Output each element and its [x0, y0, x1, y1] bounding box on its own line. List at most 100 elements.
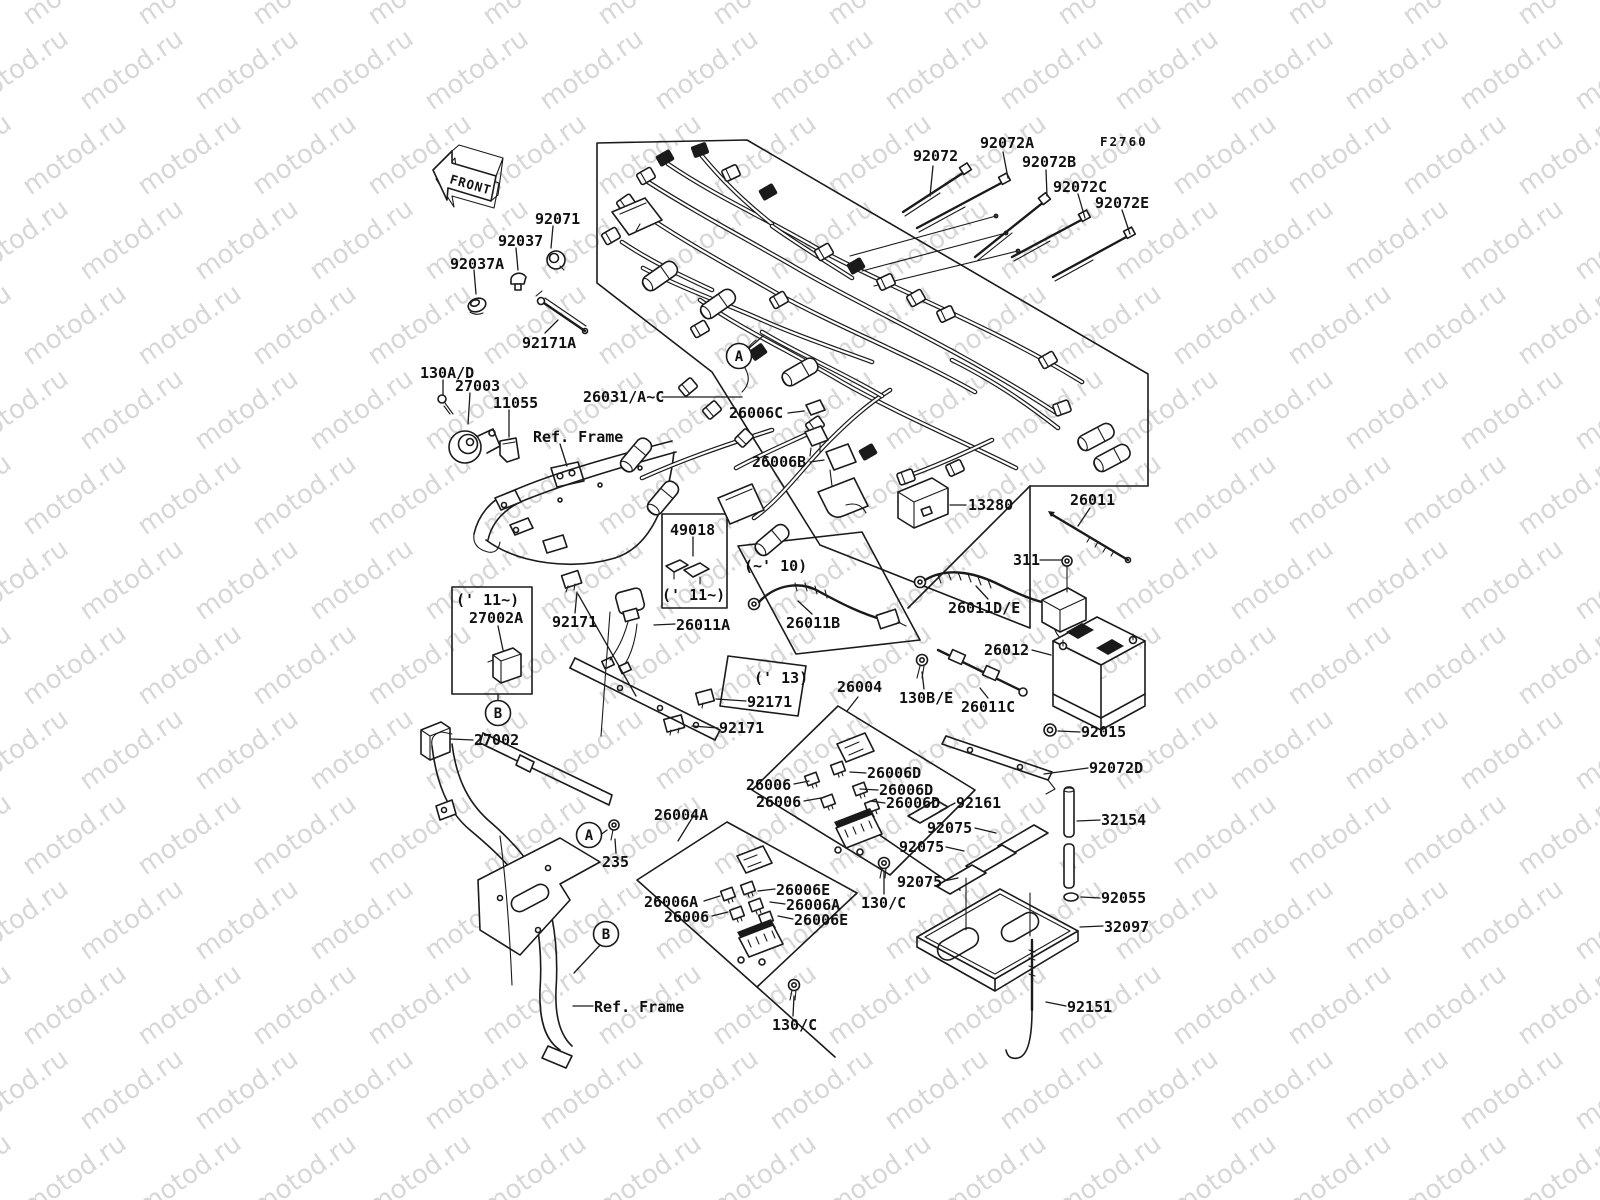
part-label: 311	[1013, 551, 1040, 569]
cylinder-plug	[1077, 422, 1115, 452]
cable-ties	[901, 162, 1137, 282]
leader-line	[467, 392, 471, 425]
leader-line	[747, 335, 764, 350]
part-label: 92161	[956, 794, 1001, 812]
leader-line	[757, 888, 776, 892]
leader-line	[515, 247, 519, 271]
wire-connector	[906, 288, 926, 308]
harness-panel-outline	[596, 139, 1149, 629]
leader-line	[450, 738, 474, 741]
leader-line	[550, 225, 554, 249]
part-label: 26006E	[794, 911, 848, 929]
leader-line	[574, 591, 578, 614]
leader-line	[1043, 767, 1089, 775]
wire-highlight	[666, 162, 1084, 384]
relay-27002a	[487, 647, 522, 684]
part-label: 235	[602, 853, 629, 871]
part-label: 92171	[552, 613, 597, 631]
panel-2013	[719, 655, 807, 717]
part-label: 92071	[535, 210, 580, 228]
leader-line	[793, 780, 810, 785]
front-arrow-3d	[451, 144, 504, 202]
fuse-26006c	[804, 399, 829, 457]
leader-line	[614, 838, 617, 854]
part-label: 26006	[746, 776, 791, 794]
mount-rail-1	[569, 657, 721, 741]
cylinder-plug	[1093, 443, 1131, 473]
part-label: 92015	[1081, 723, 1126, 741]
relay-49018	[665, 559, 710, 585]
wire-connector	[758, 183, 778, 201]
part-label: 26004A	[654, 806, 708, 824]
wire-highlight	[640, 428, 774, 480]
part-label: 26011B	[786, 614, 840, 632]
front-arrow-shadow	[435, 157, 500, 209]
cylinder-plug	[641, 260, 679, 292]
part-label: 92037A	[450, 255, 504, 273]
connector-92171-2	[694, 688, 716, 709]
grommet-92071	[546, 250, 566, 271]
part-label: 92072B	[1022, 153, 1076, 171]
panel-49018	[661, 513, 728, 609]
tube-32154	[1063, 786, 1075, 889]
leader-line	[677, 814, 695, 842]
part-label: 27003	[455, 377, 500, 395]
part-label: 92072E	[1095, 194, 1149, 212]
grommet-92037a	[467, 297, 487, 315]
wire-connector	[1052, 399, 1072, 417]
part-label: 27002	[474, 731, 519, 749]
cable-tie-92072	[901, 162, 973, 217]
bolt-130c-bottom	[787, 978, 801, 1001]
rod-26011	[1048, 511, 1132, 564]
callout-a: A	[725, 342, 753, 370]
part-label: 92075	[899, 838, 944, 856]
part-label: 26011C	[961, 698, 1015, 716]
relay-box-26004	[836, 732, 875, 763]
part-label: 92037	[498, 232, 543, 250]
cable-tie-92072b	[973, 191, 1052, 262]
part-label: 92072C	[1053, 178, 1107, 196]
tray-32097	[916, 877, 1079, 992]
leader-line	[559, 443, 568, 467]
bolt-235	[608, 819, 620, 841]
leader-lines	[442, 151, 1131, 1017]
callout-letter: B	[494, 706, 502, 722]
part-label: 92075	[897, 873, 942, 891]
leader-line	[809, 459, 825, 463]
leader-line	[1077, 507, 1091, 527]
leader-line	[777, 915, 794, 920]
front-arrow-face	[432, 150, 497, 202]
part-label: 32154	[1101, 811, 1146, 829]
part-label: 26011D/E	[948, 599, 1020, 617]
wire-connector	[601, 226, 621, 246]
part-label: 130A/D	[420, 364, 474, 382]
wire-connector	[896, 468, 916, 486]
fuse	[829, 760, 847, 778]
harness-plugs	[619, 260, 1131, 557]
wire-highlight	[770, 224, 854, 280]
part-label: 92075	[927, 819, 972, 837]
wire-connector	[769, 290, 789, 310]
leader-line	[849, 771, 867, 774]
wire-connector	[858, 443, 878, 461]
harness-relay	[717, 483, 765, 525]
wire-connector	[721, 164, 741, 182]
wire-highlight	[950, 358, 1060, 430]
leader-line	[497, 625, 504, 651]
callout-b: B	[592, 920, 620, 948]
leader-line	[1121, 209, 1131, 235]
wire-connector	[690, 319, 710, 339]
cable-tie-92072e	[1051, 226, 1137, 282]
cable-26011c	[936, 648, 1028, 697]
leader-line	[974, 827, 997, 834]
jbolt-92151	[1005, 892, 1036, 1060]
leader-line	[975, 585, 989, 600]
part-label: 26006A	[786, 896, 840, 914]
nut-92015	[1043, 723, 1057, 737]
part-label: 130/C	[772, 1016, 817, 1034]
bracket-11055	[499, 437, 520, 463]
fuse	[739, 880, 757, 898]
leader-line	[1002, 151, 1009, 179]
